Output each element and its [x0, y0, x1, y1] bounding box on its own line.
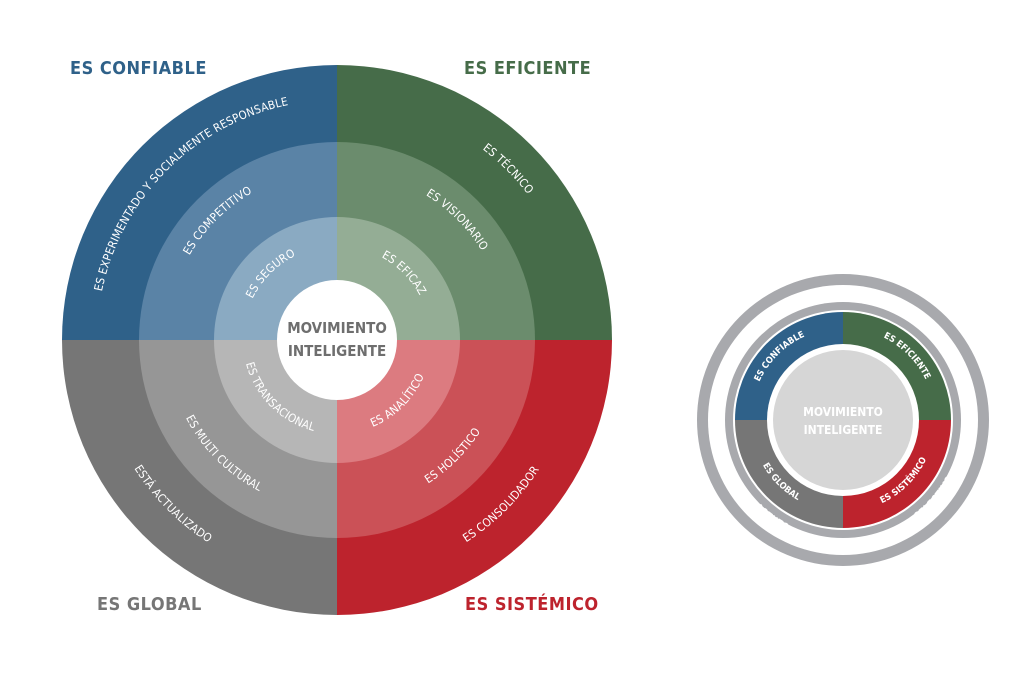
small-wheel-diagram: MOVIMIENTO INTELIGENTE ES CONFIABLE ES E… — [697, 274, 989, 566]
title-es-eficiente: ES EFICIENTE — [464, 58, 592, 79]
center-circle — [277, 280, 397, 400]
small-center-line1: MOVIMIENTO — [803, 405, 883, 419]
center-label-line1: MOVIMIENTO — [287, 319, 387, 337]
title-es-global: ES GLOBAL — [97, 594, 202, 615]
small-center-line2: INTELIGENTE — [804, 423, 883, 437]
title-es-confiable: ES CONFIABLE — [70, 58, 207, 79]
title-es-sistemico: ES SISTÉMICO — [465, 594, 599, 615]
center-label-line2: INTELIGENTE — [288, 342, 386, 360]
small-center-circle — [773, 350, 913, 490]
